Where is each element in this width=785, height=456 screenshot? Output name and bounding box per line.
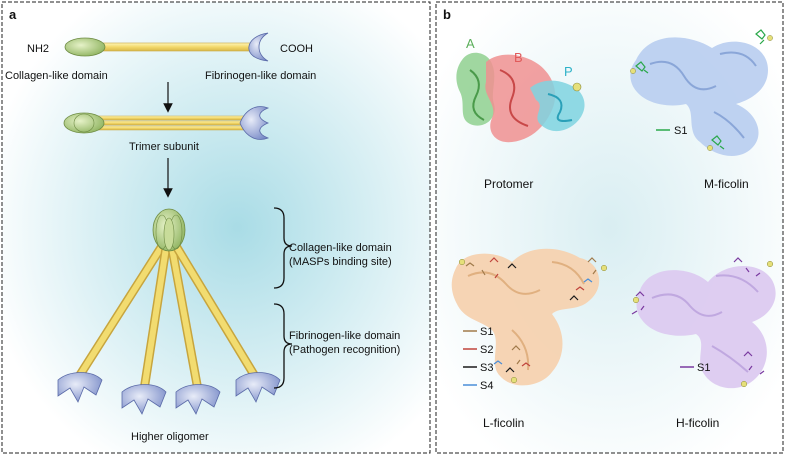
m-ficolin-structure: S1 M-ficolin — [630, 29, 773, 191]
h-ficolin-structure: S1 H-ficolin — [631, 257, 776, 430]
fibrinogen-clusters — [57, 372, 281, 415]
oligomer-label: Higher oligomer — [131, 431, 209, 443]
monomer: NH2 COOH Collagen-like domain Fibrinogen… — [5, 32, 316, 82]
m-ficolin-legend-s1: S1 — [674, 125, 687, 137]
nh2-label: NH2 — [27, 43, 49, 55]
fibrinogen-cluster-4 — [235, 372, 281, 403]
oligomer-stalks — [74, 243, 260, 391]
trimer-stalk-3 — [91, 125, 245, 131]
monomer-stalk — [95, 42, 257, 52]
fibrinogen-head — [248, 32, 269, 62]
fibrinogen-domain-label: Fibrinogen-like domain — [205, 70, 316, 82]
trimer-label: Trimer subunit — [129, 141, 199, 153]
fibrinogen-cluster-1 — [57, 372, 103, 403]
m-ficolin-s1-sites — [635, 29, 766, 150]
chain-b-label: B — [514, 50, 523, 65]
trimer-fibrinogen-head — [239, 106, 270, 140]
stalk-2 — [141, 247, 169, 391]
bracket2-line2: (Pathogen recognition) — [289, 344, 400, 356]
chain-p-label: P — [564, 64, 573, 79]
chain-a-label: A — [466, 36, 475, 51]
higher-oligomer: Higher oligomer — [57, 208, 281, 443]
l-ficolin-structure: S1 S2 S3 S4 L-ficolin — [451, 248, 608, 430]
l-ficolin-legend-s1: S1 — [480, 326, 493, 338]
panel-b: b A B P Protomer — [435, 1, 784, 454]
bracket-collagen — [273, 207, 293, 289]
l-ficolin-legend-s3: S3 — [480, 362, 493, 374]
l-ficolin-legend-s4: S4 — [480, 380, 493, 392]
collagen-head — [64, 37, 106, 57]
h-ficolin-title: H-ficolin — [676, 416, 719, 430]
fibrinogen-cluster-2 — [121, 384, 167, 415]
trimer: Trimer subunit — [63, 106, 270, 153]
stalk-4 — [173, 244, 259, 380]
h-ficolin-legend-s1: S1 — [697, 362, 710, 374]
stalk-3 — [169, 247, 201, 391]
calcium-ion — [572, 82, 582, 92]
l-ficolin-legend-s2: S2 — [480, 344, 493, 356]
bracket-fibrinogen — [273, 303, 293, 389]
oligomer-collagen-head — [152, 208, 186, 252]
cooh-label: COOH — [280, 43, 313, 55]
l-ficolin-body — [451, 248, 600, 386]
chain-b-ribbon — [485, 54, 556, 143]
m-ficolin-title: M-ficolin — [704, 177, 749, 191]
trimer-collagen-seam — [73, 113, 95, 133]
bracket1-line1: Collagen-like domain — [289, 242, 392, 254]
trimer-collagen-head — [63, 112, 105, 134]
panel-a-label: a — [9, 7, 17, 22]
collagen-domain-label: Collagen-like domain — [5, 70, 108, 82]
h-ficolin-s1-sites — [631, 257, 765, 375]
trimer-stalk-1 — [91, 115, 245, 121]
trimer-stalk-2 — [91, 120, 245, 126]
chain-p-ribbon — [530, 80, 585, 132]
chain-a-ribbon — [456, 52, 495, 126]
panel-b-label: b — [443, 7, 451, 22]
l-ficolin-title: L-ficolin — [483, 416, 524, 430]
h-ficolin-body — [636, 265, 776, 389]
protomer-title: Protomer — [484, 177, 533, 191]
protomer-structure: A B P Protomer — [456, 36, 585, 191]
panel-a: a NH2 COOH Collagen-like domain Fibrinog… — [1, 1, 431, 454]
stalk-1 — [75, 244, 165, 380]
l-ficolin-sites — [465, 257, 597, 373]
fibrinogen-cluster-3 — [175, 384, 221, 415]
bracket2-line1: Fibrinogen-like domain — [289, 330, 400, 342]
bracket1-line2: (MASPs binding site) — [289, 256, 392, 268]
